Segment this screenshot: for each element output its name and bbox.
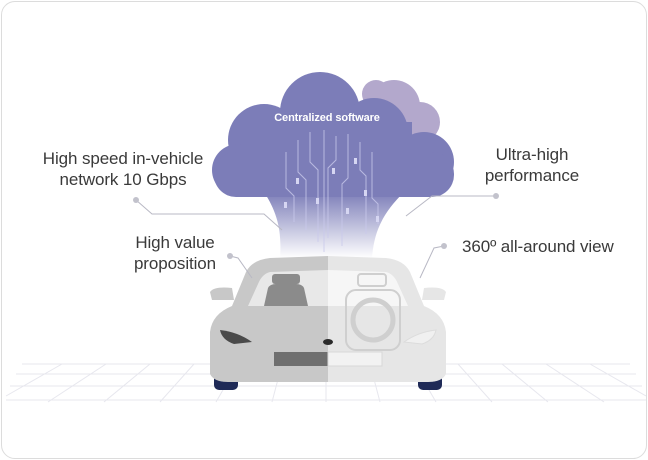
cloud-title: Centralized software [274,112,380,124]
cloud-main [212,72,454,197]
leader-view [419,245,445,279]
label-performance: Ultra-high performance [472,144,592,186]
mirror-right [422,287,446,300]
label-value-line-2: proposition [133,254,217,273]
car [210,256,446,390]
label-view-line-1: 360º all-around view [462,237,614,256]
circuit-dots [284,158,379,222]
grille-right [327,351,383,367]
leader-performance [405,195,496,217]
grille-left [274,352,328,366]
steering-wheel-right [345,273,401,351]
cloud-trunk [264,192,404,258]
label-performance-line-2: performance [484,166,580,185]
car-logo [323,339,333,345]
headlight-left [220,330,252,344]
label-performance-line-1: Ultra-high [495,145,569,164]
seat-left [264,274,308,306]
leader-network [135,199,283,231]
leader-dots [133,193,499,259]
mirror-left [210,287,234,300]
label-network: High speed in-vehicle network 10 Gbps [38,148,208,190]
windshield-right [328,270,408,306]
label-network-line-2: network 10 Gbps [59,170,187,189]
label-value-line-1: High value [135,233,215,252]
headlight-right [402,329,437,345]
label-value: High value proposition [120,232,230,274]
circuit-traces [285,130,379,252]
leader-lines [135,195,496,279]
label-network-line-1: High speed in-vehicle [42,149,204,168]
label-view: 360º all-around view [462,236,632,257]
